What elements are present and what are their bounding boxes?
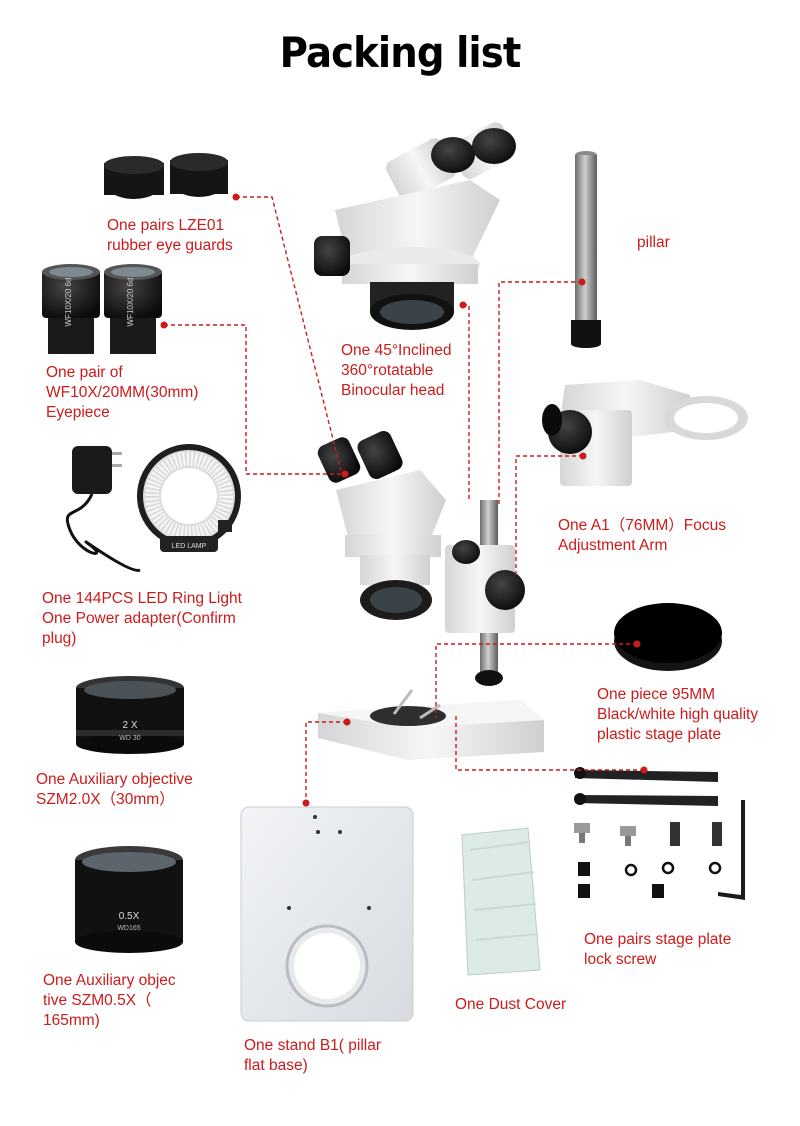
pillar-label: pillar xyxy=(637,234,670,251)
focus-adjustment-arm xyxy=(542,380,748,486)
power-adapter xyxy=(65,446,141,572)
led-ring-light: LED LAMP xyxy=(137,444,241,552)
focus-arm-label: One A1（76MM）Focus Adjustment Arm xyxy=(558,517,726,554)
eyepiece-label: One pair of WF10X/20MM(30mm) Eyepiece xyxy=(46,364,199,421)
dust-cover xyxy=(461,827,541,976)
stand-base xyxy=(240,806,414,1022)
lens-2x-mark: 2 X xyxy=(122,720,137,731)
eye-guards-label: One pairs LZE01 rubber eye guards xyxy=(107,217,233,254)
stage-plate-label: One piece 95MM Black/white high quality … xyxy=(597,686,759,743)
lock-screw-label: One pairs stage plate lock screw xyxy=(584,931,732,968)
aux-objective-05x: 0.5X WD165 xyxy=(75,846,183,953)
assembled-microscope xyxy=(317,430,544,760)
stage-plate xyxy=(614,603,722,671)
aux-objective-2x: 2 X WD 30 xyxy=(76,676,184,754)
aux-05x-label: One Auxiliary objec tive SZM0.5X（ 165mm) xyxy=(43,972,176,1029)
ring-light-label: One 144PCS LED Ring Light One Power adap… xyxy=(42,590,242,647)
lens-05x-mark: 0.5X xyxy=(119,911,140,922)
lock-screws xyxy=(574,800,745,900)
pillar xyxy=(571,151,601,348)
lens-2x-wd: WD 30 xyxy=(119,735,141,742)
eyepiece-right-mark: WF10X/20 6d xyxy=(126,278,135,327)
leader-dots xyxy=(160,193,648,807)
stage-clips xyxy=(574,767,718,806)
rubber-eye-guards xyxy=(104,153,228,199)
stand-label: One stand B1( pillar flat base) xyxy=(244,1037,381,1074)
aux-2x-label: One Auxiliary objective SZM2.0X（30mm） xyxy=(36,771,193,808)
binocular-head xyxy=(314,122,516,330)
binocular-head-label: One 45°Inclined 360°rotatable Binocular … xyxy=(341,342,452,399)
eyepieces: WF10X/20 6d WF10X/20 6d xyxy=(42,264,162,354)
ring-light-mark: LED LAMP xyxy=(172,543,207,550)
lens-05x-wd: WD165 xyxy=(117,925,140,932)
eyepiece-left-mark: WF10X/20 6d xyxy=(64,278,73,327)
page-title: Packing list xyxy=(279,28,522,77)
dust-cover-label: One Dust Cover xyxy=(455,996,567,1013)
